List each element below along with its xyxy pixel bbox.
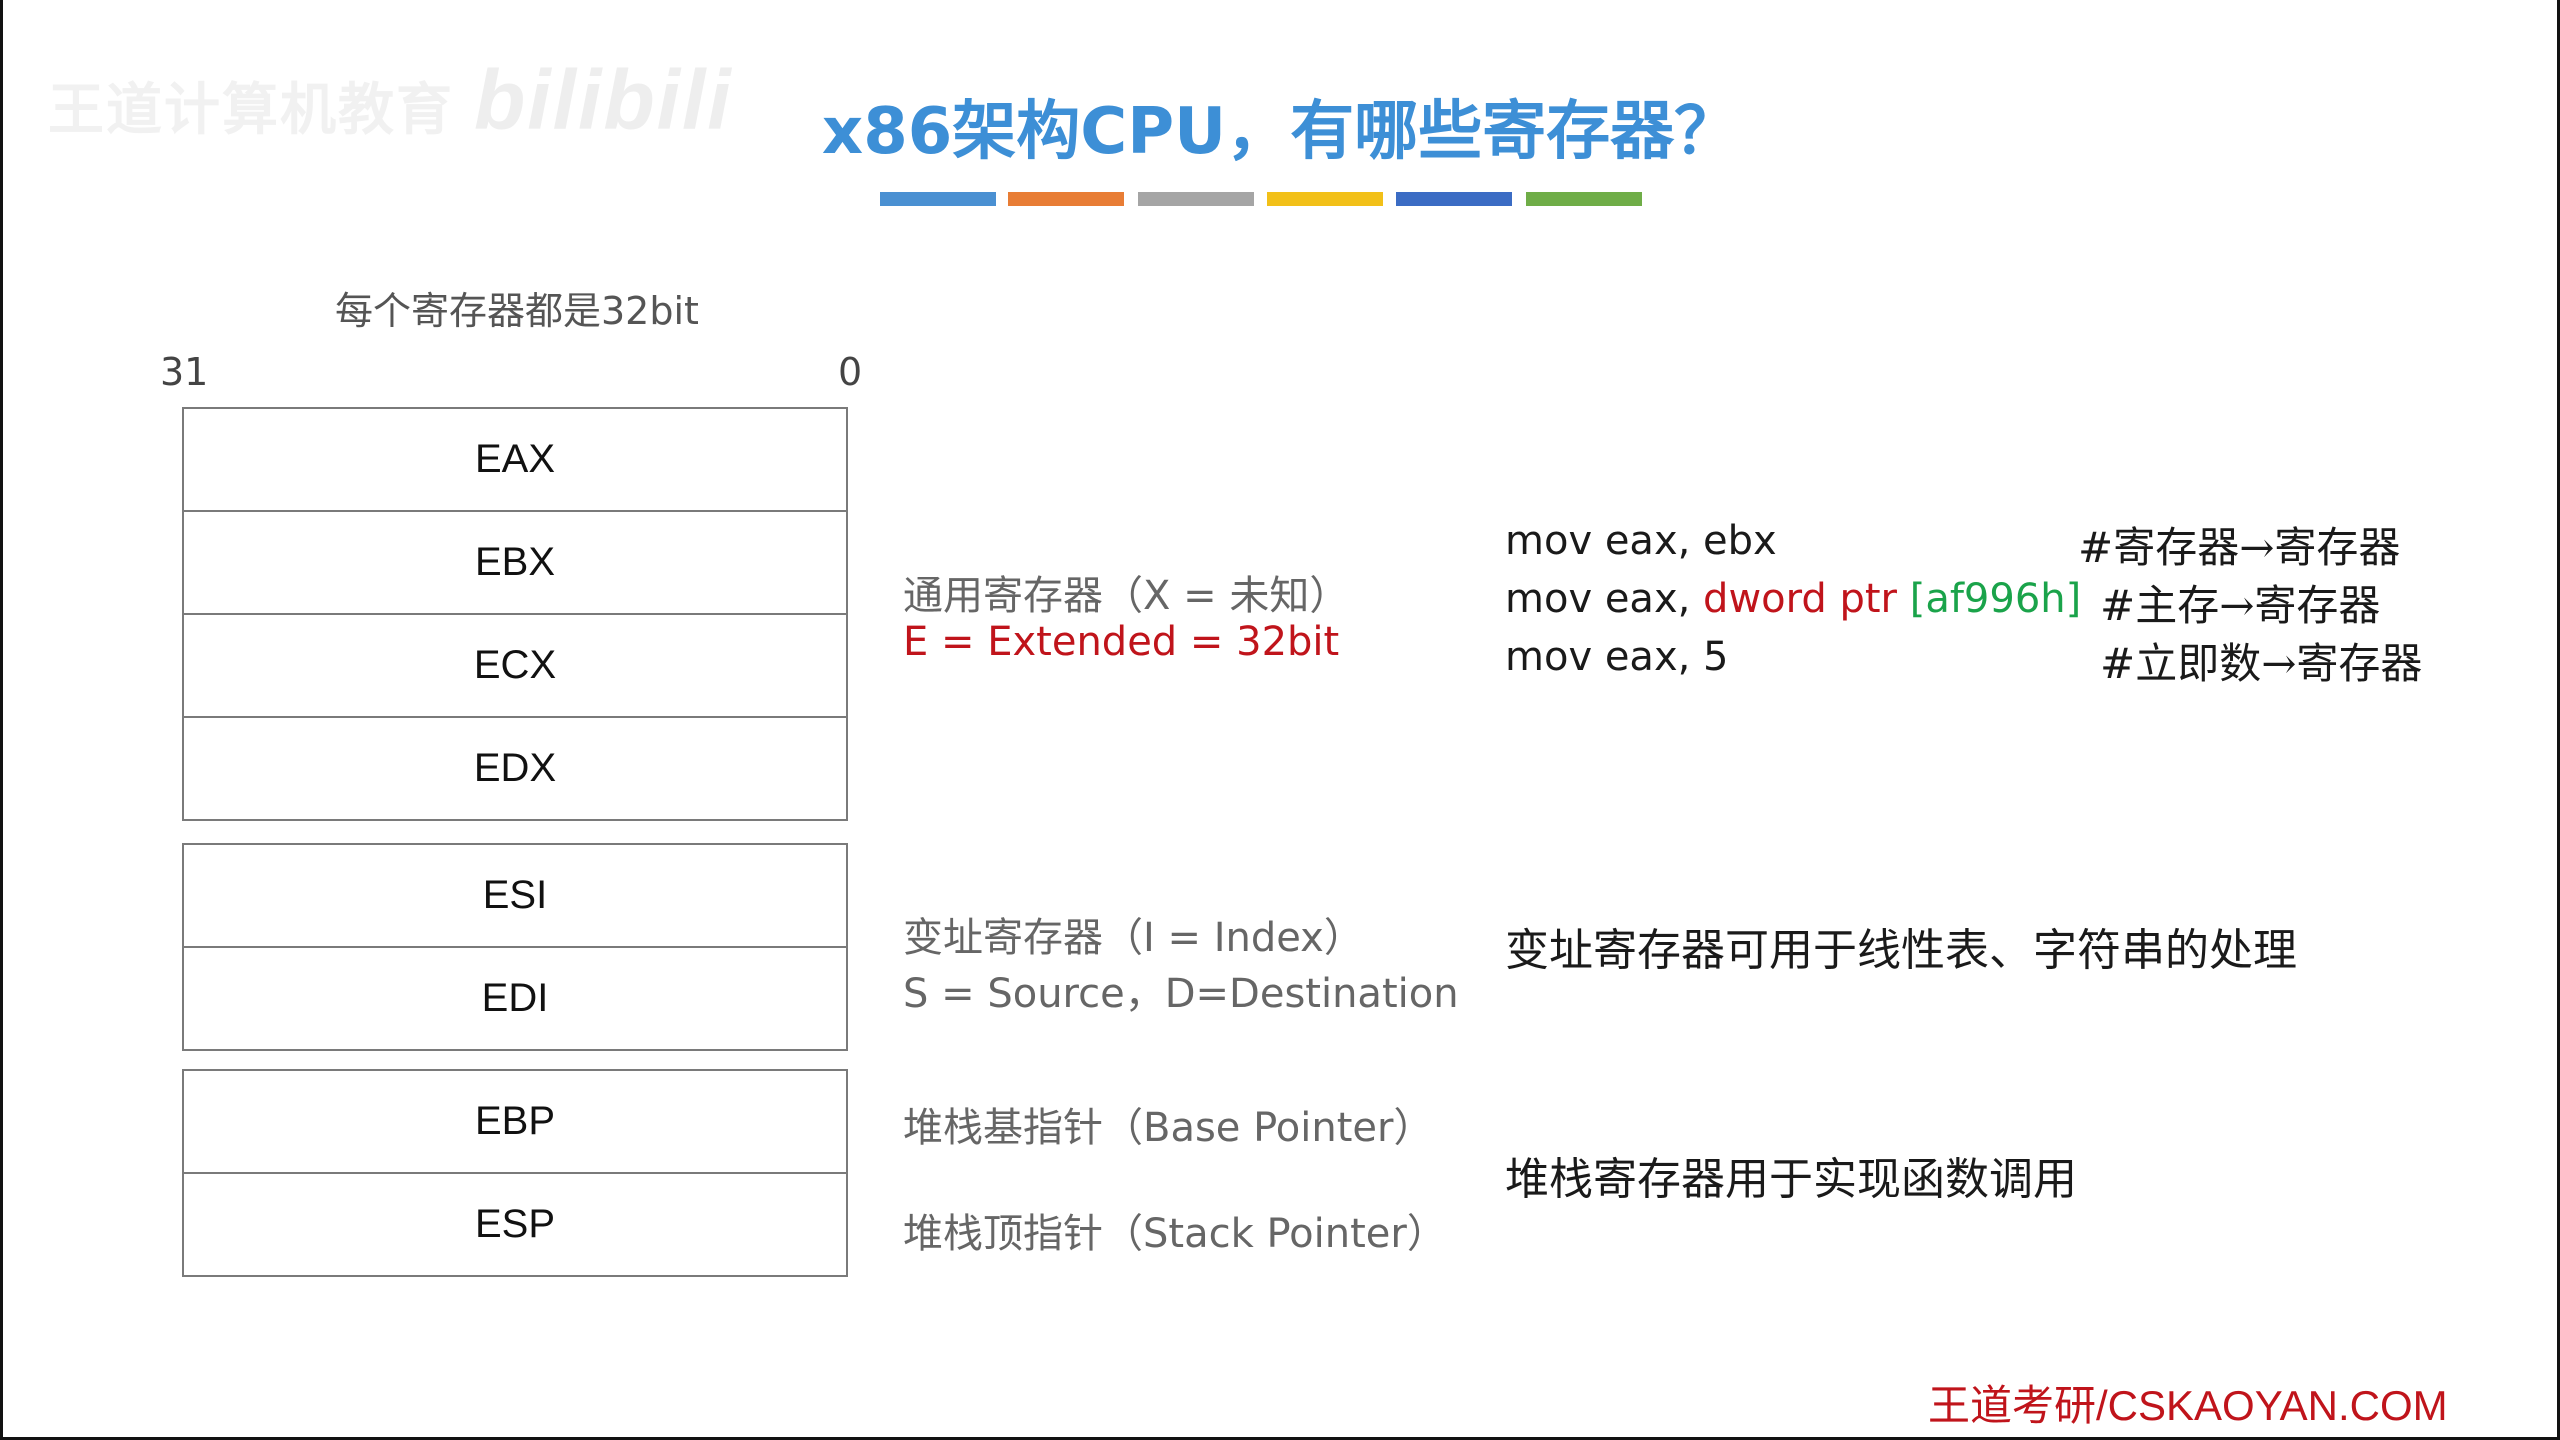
register-ebp: EBP (182, 1069, 848, 1174)
color-bar-1 (880, 192, 996, 206)
bilibili-logo: bilibili (474, 53, 733, 147)
base-pointer-desc: 堆栈基指针（Base Pointer） (903, 1105, 1434, 1151)
watermark-text: 王道计算机教育 (48, 78, 454, 141)
code-line-2: mov eax, dword ptr [af996h] (1505, 576, 2081, 622)
source-destination-desc: S = Source，D=Destination (903, 971, 1459, 1017)
code-memory-address: [af996h] (1909, 576, 2082, 622)
color-bar-4 (1267, 192, 1383, 206)
code-comment-1: #寄存器→寄存器 (2078, 523, 2401, 572)
register-eax: EAX (182, 407, 848, 512)
bit-low-label: 0 (838, 350, 863, 394)
code-line-2-space (1897, 576, 1910, 622)
code-line-1: mov eax, ebx (1505, 518, 1777, 564)
code-line-3: mov eax, 5 (1505, 634, 1729, 680)
color-bar-5 (1396, 192, 1512, 206)
register-esp: ESP (182, 1172, 848, 1277)
stack-pointer-desc: 堆栈顶指针（Stack Pointer） (903, 1211, 1447, 1257)
register-size-caption: 每个寄存器都是32bit (335, 289, 699, 333)
slide-title: x86架构CPU，有哪些寄存器？ (821, 95, 1739, 169)
bit-high-label: 31 (160, 350, 209, 394)
register-esi: ESI (182, 843, 848, 948)
register-ebx: EBX (182, 510, 848, 615)
index-register-note: 变址寄存器可用于线性表、字符串的处理 (1505, 925, 2297, 976)
index-register-group: ESI EDI (182, 843, 848, 1051)
color-bar-2 (1008, 192, 1124, 206)
index-register-desc: 变址寄存器（I = Index） (903, 915, 1364, 961)
color-bar-6 (1526, 192, 1642, 206)
color-bar-3 (1138, 192, 1254, 206)
register-ecx: ECX (182, 613, 848, 718)
stack-register-group: EBP ESP (182, 1069, 848, 1277)
code-comment-2: #主存→寄存器 (2100, 581, 2381, 630)
stack-register-note: 堆栈寄存器用于实现函数调用 (1505, 1154, 2077, 1205)
register-edx: EDX (182, 716, 848, 821)
footer-brand: 王道考研/CSKAOYAN.COM (1928, 1382, 2448, 1429)
code-line-2-prefix: mov eax, (1505, 576, 1704, 622)
general-register-desc: 通用寄存器（X = 未知） (903, 573, 1350, 619)
extended-desc: E = Extended = 32bit (903, 619, 1340, 665)
code-dword-ptr: dword ptr (1703, 576, 1897, 622)
register-edi: EDI (182, 946, 848, 1051)
code-comment-3: #立即数→寄存器 (2100, 639, 2423, 688)
general-register-group: EAX EBX ECX EDX (182, 407, 848, 821)
watermark: 王道计算机教育 bilibili (48, 52, 733, 149)
